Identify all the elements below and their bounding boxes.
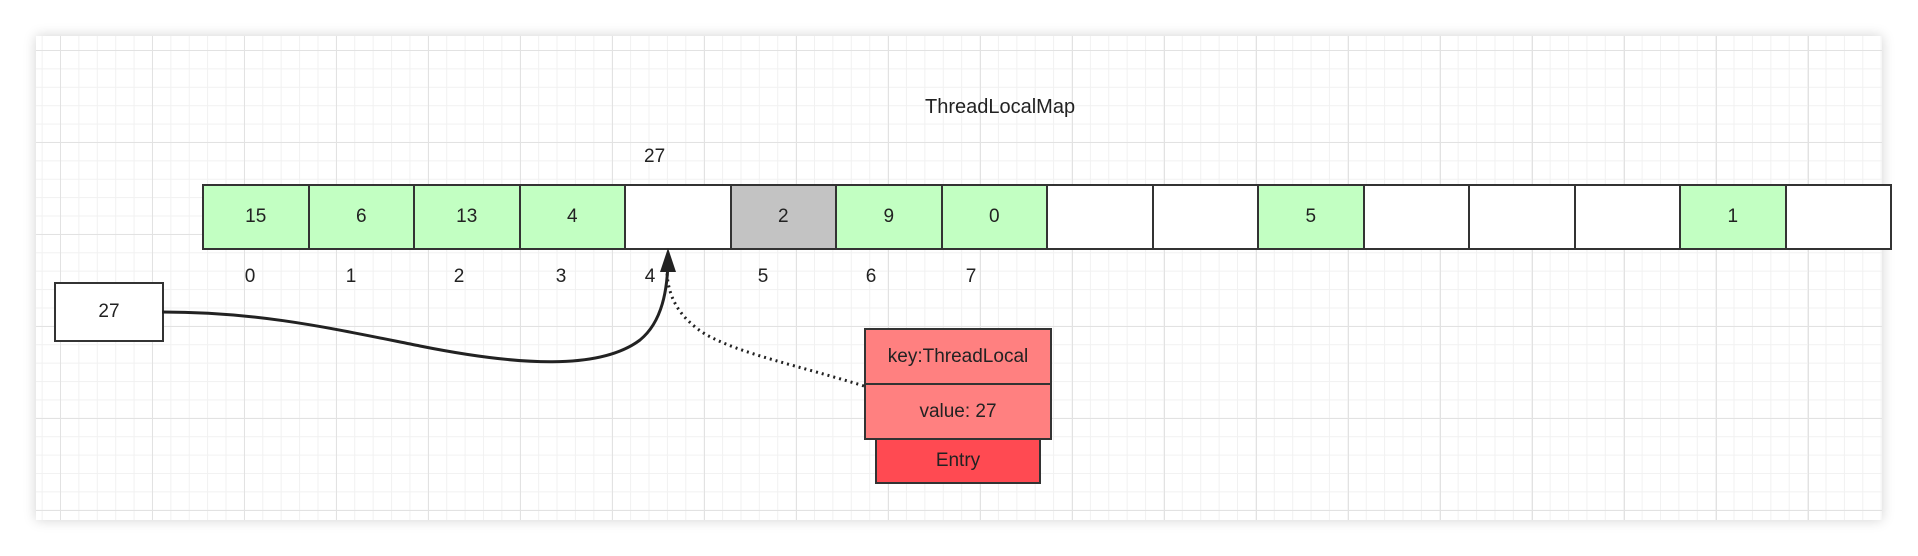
- insert-arrow-head: [660, 248, 676, 272]
- array-cell-8: [1046, 184, 1154, 250]
- diagram-canvas: [36, 36, 1882, 520]
- entry-label: Entry: [875, 440, 1041, 484]
- array-cell-7: 0: [940, 184, 1048, 250]
- index-label-2: 2: [453, 266, 465, 287]
- array-cell-4: [624, 184, 732, 250]
- array-cell-15: [1784, 184, 1892, 250]
- entry-value-field: value: 27: [864, 385, 1052, 440]
- array-cell-14: 1: [1679, 184, 1787, 250]
- index-label-3: 3: [555, 266, 567, 287]
- index-label-7: 7: [965, 266, 977, 287]
- array-cell-1: 6: [307, 184, 415, 250]
- index-label-4: 4: [644, 266, 656, 287]
- entry-node: key:ThreadLocal value: 27 Entry: [864, 328, 1052, 484]
- index-label-5: 5: [757, 266, 769, 287]
- index-label-1: 1: [345, 266, 357, 287]
- array-cell-5: 2: [729, 184, 837, 250]
- insert-arrow: [161, 255, 670, 364]
- array-cell-9: [1151, 184, 1259, 250]
- map-title: ThreadLocalMap: [925, 96, 1076, 118]
- array-cell-3: 4: [518, 184, 626, 250]
- array-cell-11: [1362, 184, 1470, 250]
- hash-table-array: 15 6 13 4 2 9 0 5 1: [202, 184, 1892, 250]
- index-label-0: 0: [244, 266, 256, 287]
- index-label-6: 6: [865, 266, 877, 287]
- entry-reference-dotted: [665, 271, 865, 388]
- entry-key-field: key:ThreadLocal: [864, 328, 1052, 385]
- array-cell-6: 9: [835, 184, 943, 250]
- insert-key-label: 27: [644, 146, 666, 167]
- array-cell-2: 13: [413, 184, 521, 250]
